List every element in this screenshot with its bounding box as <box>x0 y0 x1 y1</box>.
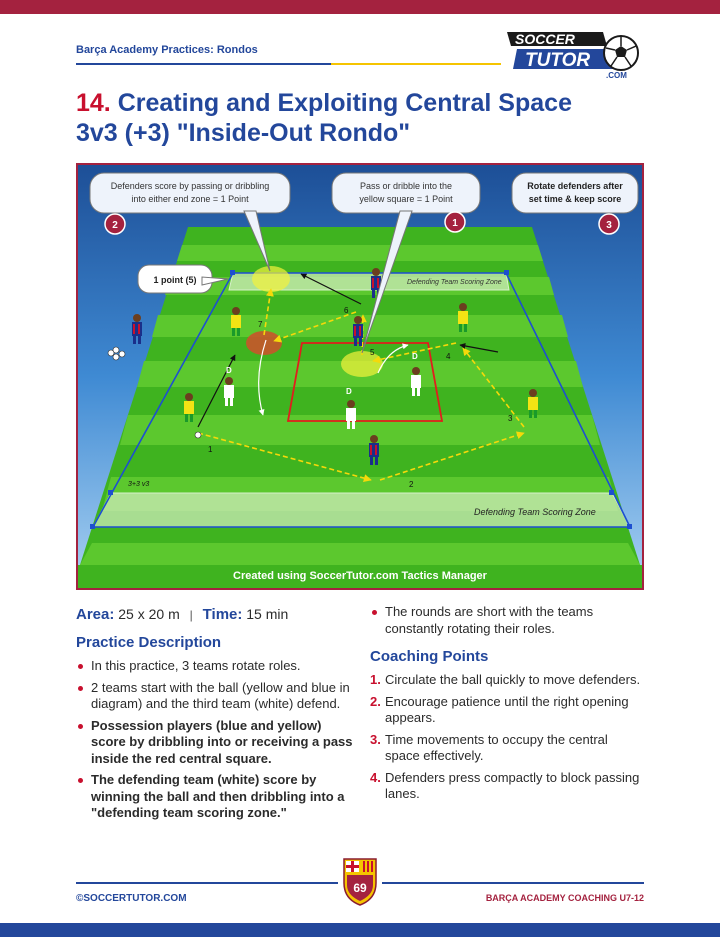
point-bubble: 1 point (5) <box>137 264 229 294</box>
yellow-player-4 <box>528 389 538 418</box>
page-number-badge: 69 <box>340 857 380 907</box>
callout-3-line1: Rotate defenders after <box>527 181 623 191</box>
practice-item: Possession players (blue and yellow) sco… <box>76 718 356 768</box>
practice-list: In this practice, 3 teams rotate roles. … <box>76 658 356 822</box>
yellow-player-1 <box>231 307 241 336</box>
white-player-3 <box>411 367 421 396</box>
title-line2: 3v3 (+3) "Inside-Out Rondo" <box>76 119 411 147</box>
blue-player-waiting <box>132 314 142 344</box>
practice-item: In this practice, 3 teams rotate roles. <box>76 658 356 675</box>
zone-bottom-label: Defending Team Scoring Zone <box>474 507 596 517</box>
area-time-line: Area: 25 x 20 m | Time: 15 min <box>76 604 356 625</box>
coaching-list: 1. Circulate the ball quickly to move def… <box>370 672 646 803</box>
defender-mark-2: D <box>346 387 352 396</box>
blue-player-2 <box>369 435 379 465</box>
pass-number-2: 2 <box>409 480 414 489</box>
coaching-point: 2.Encourage patience until the right ope… <box>370 694 646 727</box>
callout-1-line2: yellow square = 1 Point <box>359 194 453 204</box>
white-player-1 <box>224 377 234 406</box>
callout-1-number: 1 <box>452 218 458 229</box>
bottom-color-bar <box>0 923 720 937</box>
yellow-player-2 <box>458 303 468 332</box>
white-player-2 <box>346 400 356 429</box>
meta-separator: | <box>189 608 193 622</box>
pass-number-1: 1 <box>208 445 213 454</box>
callout-3-line2: set time & keep score <box>529 194 622 204</box>
pass-number-7: 7 <box>258 320 263 329</box>
coaching-point: 3.Time movements to occupy the central s… <box>370 732 646 765</box>
callout-2: Defenders score by passing or dribbling … <box>89 172 291 272</box>
left-column: Area: 25 x 20 m | Time: 15 min Practice … <box>76 604 356 827</box>
defender-mark-1: D <box>226 366 232 375</box>
defender-mark-3: D <box>412 352 418 361</box>
practice-item: The rounds are short with the teams cons… <box>370 604 646 637</box>
blue-player-3 <box>353 316 363 346</box>
tactics-diagram: Defending Team Scoring Zone Defending Te… <box>76 163 644 590</box>
coaching-point-number: 2. <box>370 693 381 709</box>
logo-text-suffix: .COM <box>606 71 627 80</box>
highlight-red-spot <box>246 331 282 355</box>
title-number: 14. <box>76 89 111 117</box>
highlight-endzone <box>252 266 290 292</box>
coaching-point-text: Circulate the ball quickly to move defen… <box>385 672 641 687</box>
pass-number-3: 3 <box>508 414 513 423</box>
top-color-bar <box>0 0 720 14</box>
footer-rule-right <box>382 882 644 884</box>
page-title: 14. Creating and Exploiting Central Spac… <box>76 88 676 148</box>
callout-3-number: 3 <box>606 220 612 231</box>
logo-text-line2: TUTOR <box>525 50 590 71</box>
practice-item: The defending team (white) score by winn… <box>76 772 356 822</box>
coaching-point-number: 3. <box>370 731 381 747</box>
coaching-heading: Coaching Points <box>370 648 489 665</box>
pass-number-4: 4 <box>446 352 451 361</box>
footer-rule-left <box>76 882 338 884</box>
header-rule <box>76 63 501 65</box>
title-line1: Creating and Exploiting Central Space <box>117 89 572 117</box>
practice-item: 2 teams start with the ball (yellow and … <box>76 680 356 713</box>
callout-2-line2: into either end zone = 1 Point <box>131 194 249 204</box>
coaching-point-text: Time movements to occupy the central spa… <box>385 731 608 764</box>
practice-heading: Practice Description <box>76 634 222 651</box>
right-column: The rounds are short with the teams cons… <box>370 604 646 808</box>
callout-1-line1: Pass or dribble into the <box>360 181 452 191</box>
time-value: 15 min <box>246 606 289 622</box>
coaching-point-number: 1. <box>370 672 381 687</box>
page-number: 69 <box>353 881 367 895</box>
yellow-player-3 <box>184 393 194 422</box>
coaching-point-text: Encourage patience until the right openi… <box>385 693 629 726</box>
area-label-text: Area: <box>76 606 115 623</box>
footer-copyright: ©SOCCERTUTOR.COM <box>76 893 187 904</box>
callout-3: Rotate defenders after set time & keep s… <box>511 172 639 235</box>
coaching-point-number: 4. <box>370 769 381 785</box>
pass-number-5: 5 <box>370 348 375 357</box>
coaching-point: 1. Circulate the ball quickly to move def… <box>370 672 646 689</box>
coaching-point-text: Defenders press compactly to block passi… <box>385 769 640 802</box>
area-label: 3+3 v3 <box>128 481 149 488</box>
logo-text-line1: SOCCER <box>515 31 576 47</box>
callout-2-line1: Defenders score by passing or dribbling <box>111 181 270 191</box>
point-bubble-text: 1 point (5) <box>154 275 197 285</box>
footer-book-title: BARÇA ACADEMY COACHING U7-12 <box>485 893 644 903</box>
soccertutor-logo: SOCCER TUTOR .COM <box>503 24 645 84</box>
area-value: 25 x 20 m <box>118 606 180 622</box>
callout-1: Pass or dribble into the yellow square =… <box>331 172 481 354</box>
spare-balls <box>107 346 126 361</box>
header-section-title: Barça Academy Practices: Rondos <box>76 44 258 56</box>
pass-number-6: 6 <box>344 306 349 315</box>
ball <box>194 431 202 439</box>
callout-2-number: 2 <box>112 220 118 231</box>
time-label-text: Time: <box>202 606 243 623</box>
coaching-point: 4.Defenders press compactly to block pas… <box>370 770 646 803</box>
practice-list-continued: The rounds are short with the teams cons… <box>370 604 646 637</box>
central-square <box>286 342 444 422</box>
diagram-credit: Created using SoccerTutor.com Tactics Ma… <box>233 570 488 582</box>
zone-top-label: Defending Team Scoring Zone <box>407 279 502 286</box>
